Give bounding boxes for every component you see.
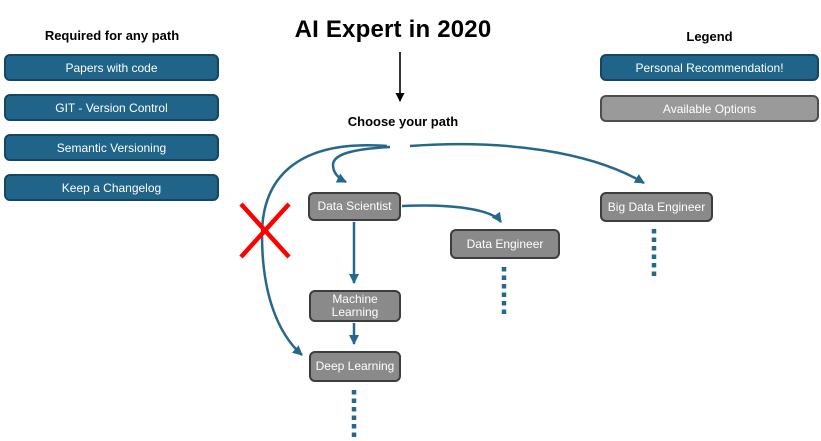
node-data-engineer: Data Engineer (450, 229, 560, 259)
arrow-data-scientist-to-data-engineer (401, 204, 503, 223)
node-big-data-engineer: Big Data Engineer (600, 192, 713, 222)
required-section-heading: Required for any path (44, 28, 180, 43)
legend-heading: Legend (686, 29, 733, 44)
not-recommended-cross-icon (239, 202, 291, 259)
legend-personal-recommendation: Personal Recommendation! (600, 54, 819, 81)
node-machine-learning: Machine Learning (309, 290, 401, 322)
choose-your-path-label: Choose your path (347, 114, 459, 129)
required-item-keep-a-changelog: Keep a Changelog (4, 174, 219, 201)
required-item-papers-with-code: Papers with code (4, 54, 219, 81)
page-title: AI Expert in 2020 (294, 16, 492, 43)
node-data-scientist: Data Scientist (308, 192, 401, 221)
arrow-choose-to-big-data-engineer (409, 142, 645, 185)
required-item-git-version-control: GIT - Version Control (4, 94, 219, 121)
arrow-choose-to-data-scientist (331, 145, 391, 184)
legend-available-options: Available Options (600, 95, 819, 122)
node-deep-learning: Deep Learning (309, 351, 401, 382)
required-item-semantic-versioning: Semantic Versioning (4, 134, 219, 161)
